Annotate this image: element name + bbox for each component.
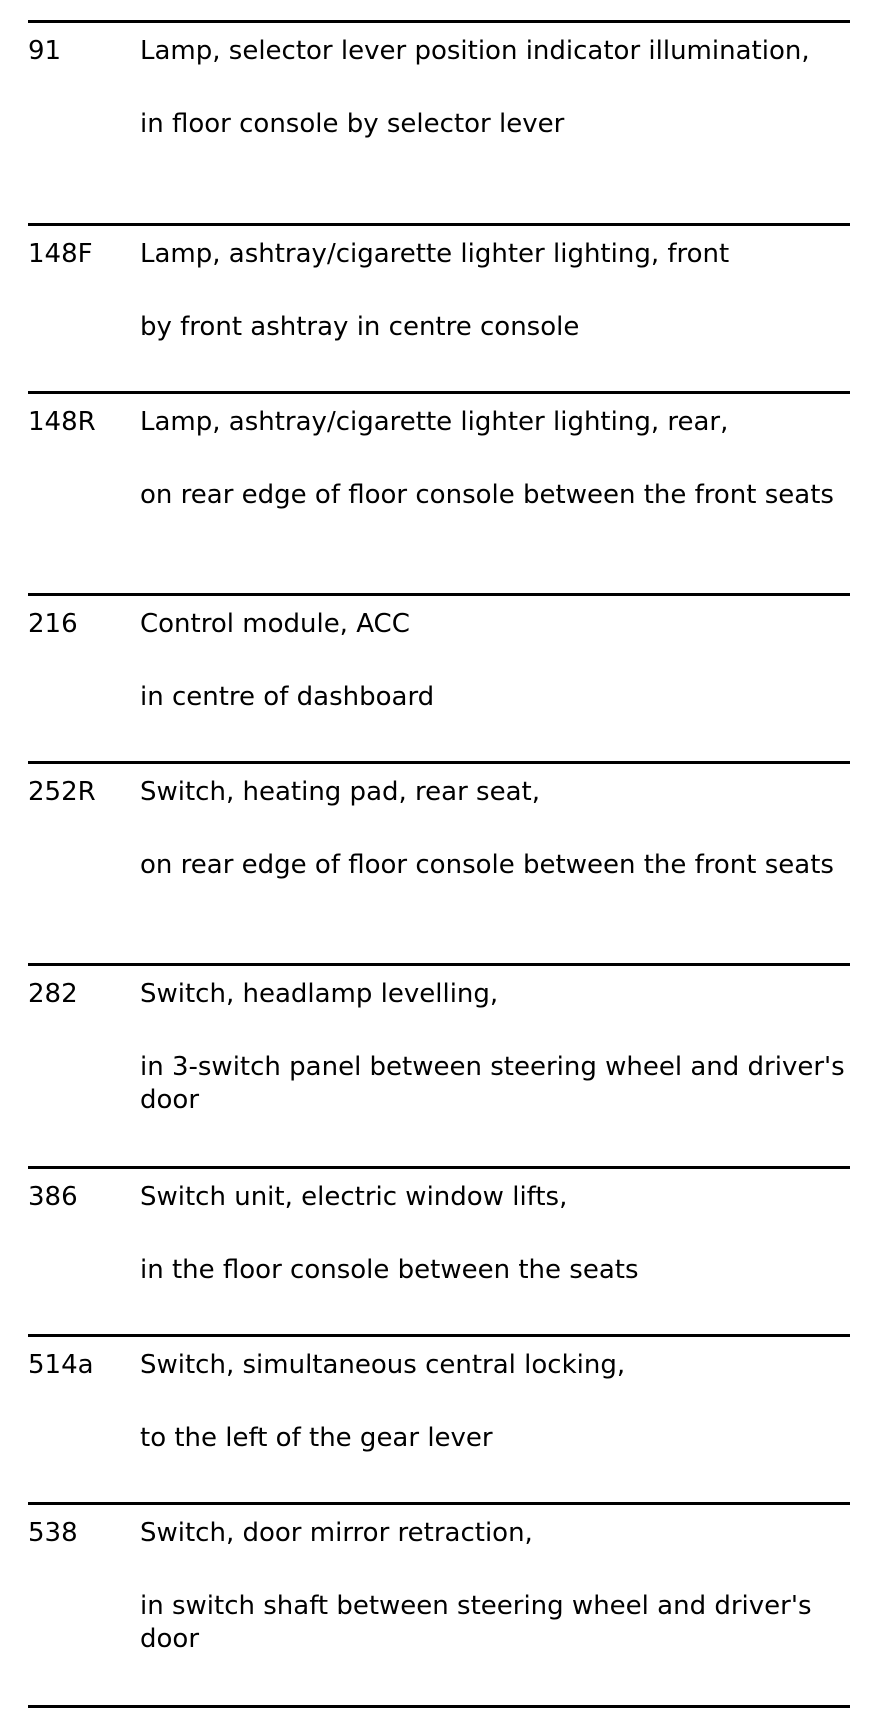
component-list: 91 Lamp, selector lever position indicat… xyxy=(28,20,850,1708)
component-ref: 148F xyxy=(28,239,93,269)
component-ref: 282 xyxy=(28,979,78,1009)
list-item: 514a Switch, simultaneous central lockin… xyxy=(28,1334,850,1502)
list-item: 386 Switch unit, electric window lifts, … xyxy=(28,1166,850,1334)
list-item: 252R Switch, heating pad, rear seat, on … xyxy=(28,761,850,963)
component-ref: 538 xyxy=(28,1518,78,1548)
component-description: Switch, door mirror retraction, xyxy=(140,1518,533,1548)
component-ref: 216 xyxy=(28,609,78,639)
component-location: in centre of dashboard xyxy=(140,682,435,712)
list-item: 148F Lamp, ashtray/cigarette lighter lig… xyxy=(28,223,850,391)
component-location: on rear edge of floor console between th… xyxy=(140,480,834,510)
list-item: 282 Switch, headlamp levelling, in 3-swi… xyxy=(28,963,850,1166)
list-item: 216 Control module, ACC in centre of das… xyxy=(28,593,850,761)
component-description: Switch unit, electric window lifts, xyxy=(140,1182,568,1212)
component-text: Switch, headlamp levelling, in 3-switch … xyxy=(140,966,850,1166)
component-ref: 386 xyxy=(28,1182,78,1212)
component-description: Control module, ACC xyxy=(140,609,410,639)
list-item: 148R Lamp, ashtray/cigarette lighter lig… xyxy=(28,391,850,593)
component-description: Switch, simultaneous central locking, xyxy=(140,1350,626,1380)
component-text: Switch, heating pad, rear seat, on rear … xyxy=(140,764,850,963)
component-location: in floor console by selector lever xyxy=(140,109,565,139)
component-text: Lamp, ashtray/cigarette lighter lighting… xyxy=(140,394,850,593)
component-description: Switch, headlamp levelling, xyxy=(140,979,499,1009)
component-location: in switch shaft between steering wheel a… xyxy=(140,1591,812,1654)
component-description: Switch, heating pad, rear seat, xyxy=(140,777,540,807)
component-description: Lamp, ashtray/cigarette lighter lighting… xyxy=(140,239,730,269)
component-location: in the floor console between the seats xyxy=(140,1255,639,1285)
component-location: to the left of the gear lever xyxy=(140,1423,493,1453)
component-ref: 514a xyxy=(28,1350,94,1380)
bottom-divider xyxy=(28,1705,850,1708)
component-location: in 3-switch panel between steering wheel… xyxy=(140,1052,845,1115)
component-text: Lamp, ashtray/cigarette lighter lighting… xyxy=(140,226,850,391)
component-description: Lamp, selector lever position indicator … xyxy=(140,36,810,66)
component-ref: 148R xyxy=(28,407,96,437)
component-text: Control module, ACC in centre of dashboa… xyxy=(140,596,850,761)
list-item: 538 Switch, door mirror retraction, in s… xyxy=(28,1502,850,1705)
component-ref: 91 xyxy=(28,36,62,66)
list-item: 91 Lamp, selector lever position indicat… xyxy=(28,20,850,223)
component-text: Lamp, selector lever position indicator … xyxy=(140,23,850,223)
component-text: Switch unit, electric window lifts, in t… xyxy=(140,1169,850,1334)
component-ref: 252R xyxy=(28,777,96,807)
component-location: on rear edge of floor console between th… xyxy=(140,850,834,880)
component-text: Switch, door mirror retraction, in switc… xyxy=(140,1505,850,1705)
component-location: by front ashtray in centre console xyxy=(140,312,580,342)
component-description: Lamp, ashtray/cigarette lighter lighting… xyxy=(140,407,729,437)
component-text: Switch, simultaneous central locking, to… xyxy=(140,1337,850,1502)
